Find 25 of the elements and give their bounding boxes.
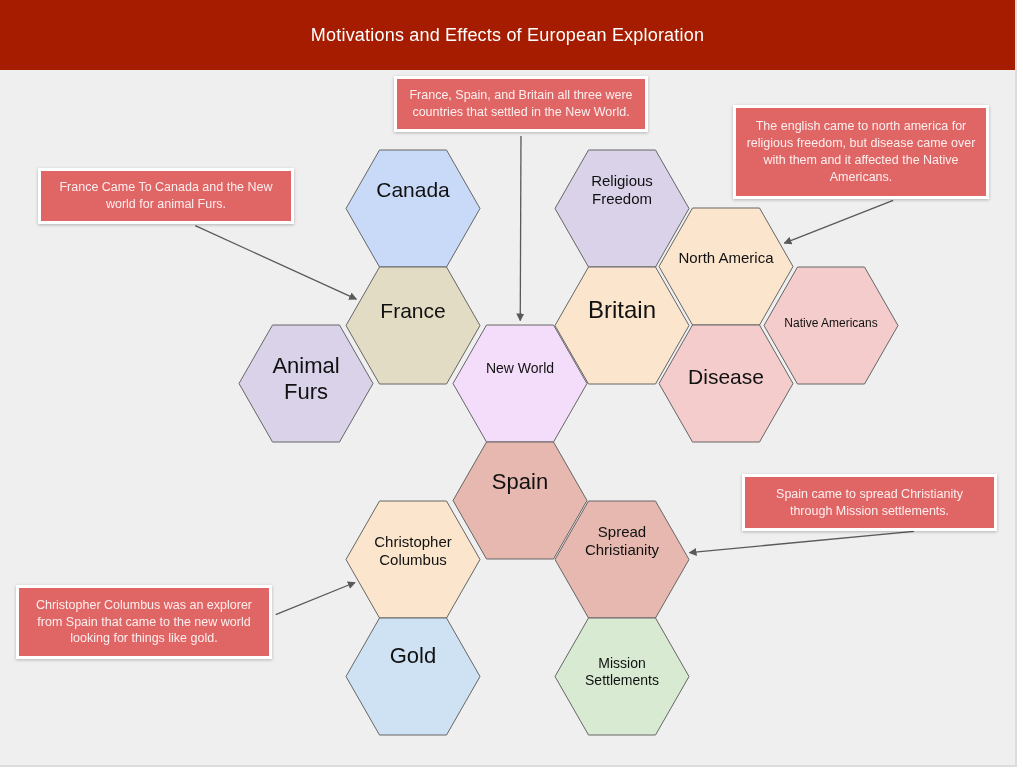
tile-label: Native Americans	[784, 315, 878, 331]
tile-label: Gold	[389, 642, 437, 670]
leader-arrow	[688, 530, 915, 556]
tile-label: New World	[485, 359, 555, 377]
tile-label: Religious Freedom	[590, 172, 654, 208]
leader-arrow	[275, 581, 356, 616]
tile-label: Mission Settlements	[584, 655, 660, 689]
leader-arrow	[783, 199, 894, 245]
callout-box: France, Spain, and Britain all three were countries that settled in the New World.	[394, 76, 648, 132]
callout-box: Christopher Columbus was an explorer from Spain that came to the new world looking for things like gold.	[16, 585, 272, 659]
tile-label: Canada	[376, 177, 450, 203]
callout-box: France Came To Canada and the New world for animal Furs.	[38, 168, 294, 224]
leader-arrow	[516, 135, 525, 322]
tile-label: Britain	[588, 295, 656, 325]
tile-label: North America	[678, 249, 774, 267]
tile-label: Spain	[491, 468, 549, 496]
leader-arrow	[194, 225, 358, 300]
tile-label: Spread Christianity	[583, 523, 661, 559]
callout-box: The english came to north america for religious freedom, but disease came over with them and it affected the Native Americans.	[733, 105, 989, 199]
callout-box: Spain came to spread Christianity through Mission settlements.	[742, 474, 997, 531]
diagram-title: Motivations and Effects of European Exploration	[310, 24, 705, 46]
tile-label: Disease	[688, 364, 764, 390]
tile-label: Christopher Columbus	[373, 533, 453, 569]
tile-label: Animal Furs	[271, 352, 341, 406]
tile-label: France	[380, 298, 446, 324]
